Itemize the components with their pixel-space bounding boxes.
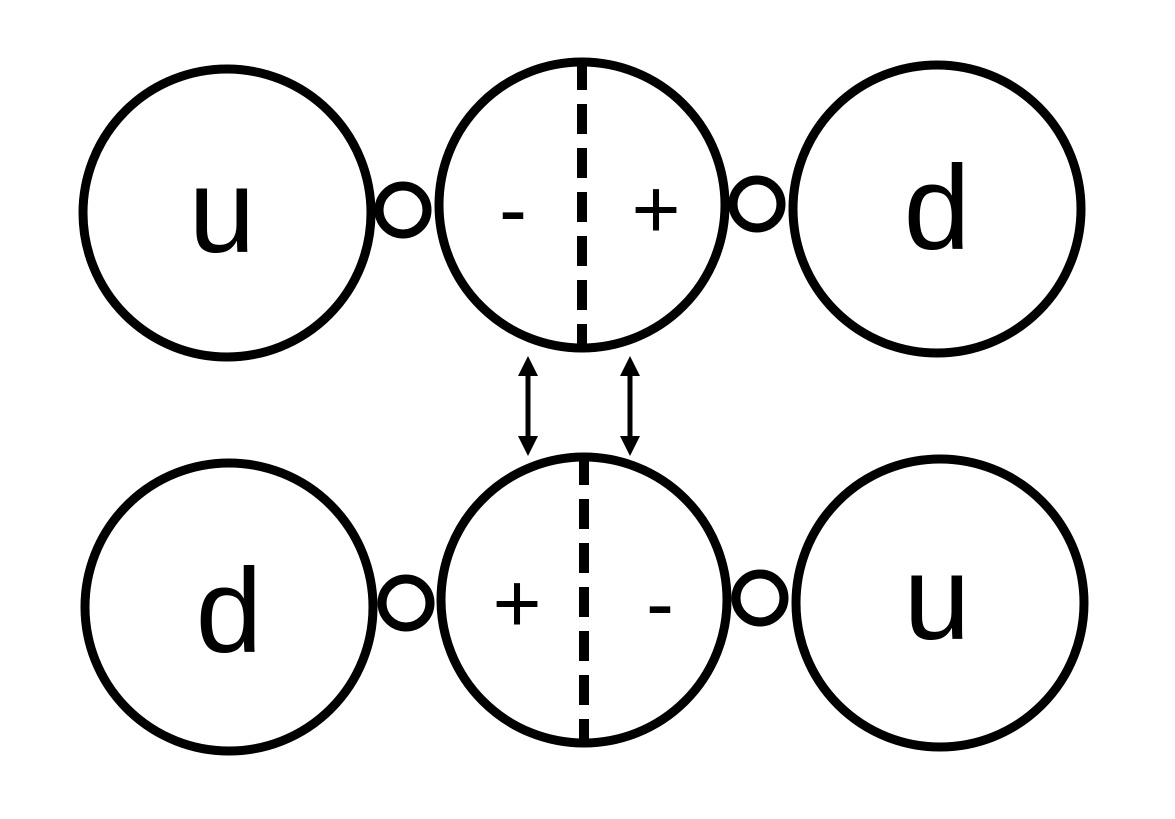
bottom-middle-right-sign: - (646, 556, 674, 650)
top-right-connector (728, 175, 786, 233)
top-left-circle (78, 64, 376, 362)
bottom-row: d + - u (80, 452, 1089, 756)
top-middle-left-sign: - (499, 162, 527, 256)
bottom-left-connector (377, 574, 435, 632)
bottom-middle-left-sign: + (492, 556, 541, 650)
bottom-left-label: d (196, 544, 263, 678)
top-middle-node: - + (434, 57, 730, 353)
top-right-node: d (788, 60, 1086, 358)
top-right-circle (788, 60, 1086, 358)
top-middle-right-sign: + (631, 162, 680, 256)
top-row: u - + d (78, 57, 1086, 362)
top-left-connector (374, 181, 432, 239)
exchange-arrows (518, 356, 640, 456)
top-left-label: u (189, 144, 256, 278)
bottom-left-circle (80, 458, 378, 756)
bottom-middle-node: + - (436, 452, 732, 748)
bottom-left-node: d (80, 458, 378, 756)
bottom-right-circle (791, 454, 1089, 752)
bottom-right-node: u (791, 454, 1089, 752)
bottom-right-connector (731, 569, 789, 627)
top-left-node: u (78, 64, 376, 362)
bottom-right-label: u (904, 531, 971, 665)
top-right-label: d (904, 141, 971, 275)
